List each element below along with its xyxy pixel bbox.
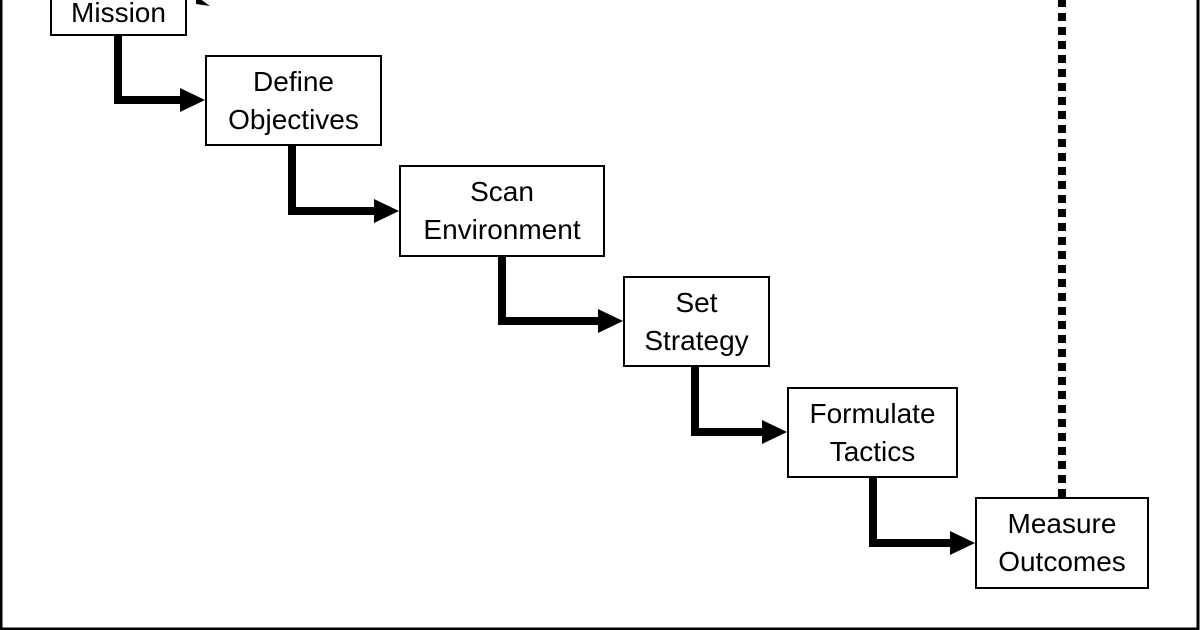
step-label-line: Strategy	[644, 324, 749, 356]
connector-strategy-tactics	[691, 367, 787, 444]
arrowhead-icon	[598, 309, 623, 333]
step-label-line: Set	[675, 286, 718, 318]
step-label-line: Outcomes	[998, 546, 1126, 577]
step-label-line: Environment	[423, 214, 581, 245]
connector-mission-objectives	[114, 36, 205, 112]
connector-tactics-outcomes	[869, 478, 975, 555]
arrowhead-icon	[762, 420, 787, 444]
step-label-line: Define	[253, 65, 334, 97]
arrowhead-icon	[374, 199, 399, 223]
step-label-line: Mission	[71, 0, 166, 28]
feedback-arrowhead-icon	[196, 0, 210, 6]
step-define-objectives: Define Objectives	[205, 55, 382, 146]
connector-scan-strategy	[498, 257, 623, 333]
step-formulate-tactics: Formulate Tactics	[787, 387, 958, 478]
step-set-strategy: Set Strategy	[623, 276, 770, 367]
step-mission: Mission	[50, 0, 187, 36]
step-label-line: Objectives	[228, 103, 359, 135]
step-scan-environment: Scan Environment	[399, 165, 605, 257]
step-measure-outcomes: Measure Outcomes	[975, 497, 1149, 589]
connector-objectives-scan	[288, 146, 399, 223]
step-label-line: Tactics	[829, 435, 916, 467]
step-label-line: Scan	[470, 176, 534, 207]
arrowhead-icon	[950, 531, 975, 555]
step-label-line: Measure	[1007, 508, 1117, 539]
arrowhead-icon	[180, 88, 205, 112]
step-label-line: Formulate	[809, 397, 936, 429]
